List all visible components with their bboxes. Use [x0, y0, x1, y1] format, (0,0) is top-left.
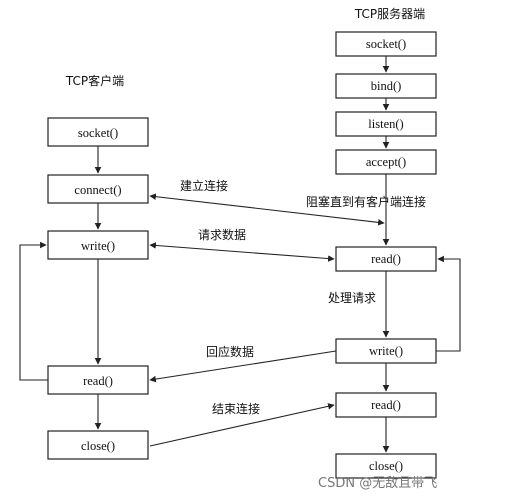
server-loop-write-to-read [436, 255, 461, 352]
server-column: socket() bind() listen() accept() read()… [335, 31, 461, 479]
server-close-box [335, 453, 437, 479]
client-loop-read-to-write [19, 241, 48, 381]
server-accept-label: accept() [366, 155, 406, 169]
server-bind-label: bind() [371, 79, 402, 93]
client-close-box [47, 430, 149, 460]
client-read-label: read() [83, 374, 113, 388]
server-read-box [335, 246, 437, 272]
server-accept-box [335, 149, 437, 175]
server-read-label-2: read() [371, 398, 401, 412]
client-close-label: close() [81, 439, 115, 453]
client-column: socket() connect() write() read() close(… [19, 117, 149, 460]
client-connect-box [47, 174, 149, 204]
connect-label: 建立连接 [180, 178, 228, 193]
server-socket-label: socket() [366, 37, 406, 51]
client-connect-label: connect() [74, 183, 121, 197]
process-label: 处理请求 [328, 291, 376, 305]
end-label: 结束连接 [212, 401, 260, 416]
client-socket-label: socket() [78, 126, 118, 140]
response-link [149, 350, 337, 383]
connect-link [149, 193, 385, 226]
client-socket-box [47, 117, 149, 147]
server-listen-label: listen() [368, 117, 403, 131]
request-label: 请求数据 [198, 227, 246, 242]
server-bind-box [335, 73, 437, 99]
server-socket-box [335, 31, 437, 57]
server-close-label: close() [369, 459, 403, 473]
server-read-label: read() [371, 252, 401, 266]
client-write-label: write() [81, 239, 115, 253]
end-link [149, 403, 335, 447]
server-read-box-2 [335, 392, 437, 418]
client-read-box [47, 365, 149, 395]
server-title: TCP服务器端 [354, 6, 425, 21]
client-title: TCP客户端 [65, 73, 124, 88]
csdn-watermark: CSDN @无敌且带飞 [318, 476, 437, 491]
server-listen-box [335, 111, 437, 137]
server-write-label: write() [369, 344, 403, 358]
wait-label: 阻塞直到有客户端连接 [306, 194, 426, 209]
response-label: 回应数据 [206, 344, 254, 359]
request-link [149, 242, 335, 262]
